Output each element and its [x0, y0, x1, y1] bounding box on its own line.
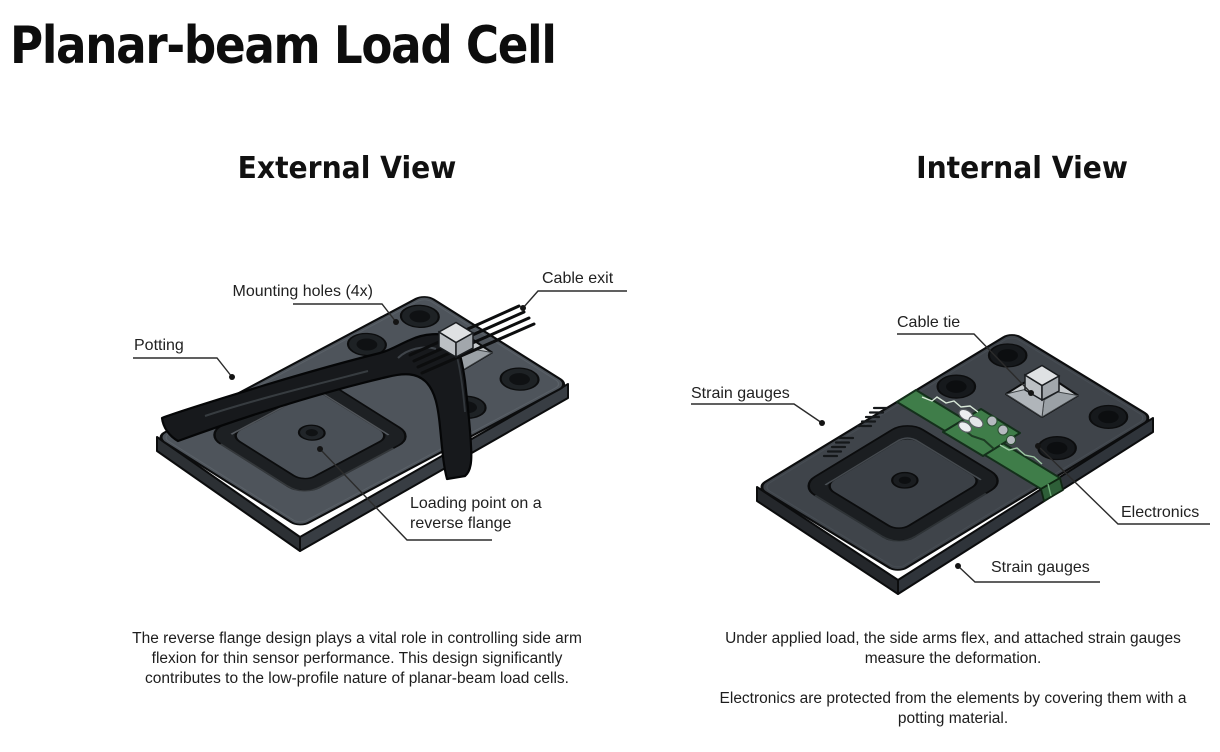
external-caption-text: The reverse flange design plays a vital …: [132, 630, 582, 687]
leader-cable-tie: [897, 333, 1032, 394]
leader-loading-point: [319, 448, 492, 541]
cable-tie-internal: [1004, 364, 1080, 418]
label-electronics: Electronics: [1121, 504, 1200, 521]
label-strain-gauges-top: Strain gauges: [691, 385, 790, 402]
pcb-component-3: [957, 421, 973, 433]
leader-cable-exit: [522, 290, 627, 309]
leader-lines: [133, 290, 1210, 583]
leader-dots: [229, 305, 1041, 569]
pcb-overhang-layer: [1047, 483, 1052, 497]
pcb-pad-dot-1: [986, 415, 998, 427]
groove-wall-highlight: [219, 443, 395, 492]
groove-wall-highlight-int: [814, 492, 987, 542]
label-cable-tie: Cable tie: [897, 314, 961, 331]
external-view-heading: External View: [237, 151, 457, 186]
internal-view-heading: Internal View: [916, 151, 1128, 186]
label-potting: Potting: [134, 337, 184, 354]
internal-caption-p1: Under applied load, the side arms flex, …: [725, 630, 1181, 667]
plate-bevel-highlight-int: [766, 337, 1144, 568]
leader-mounting-holes: [293, 303, 397, 323]
internal-caption: Under applied load, the side arms flex, …: [716, 629, 1190, 749]
label-strain-gauges-bottom: Strain gauges: [991, 559, 1090, 576]
label-mounting-holes: Mounting holes (4x): [232, 283, 373, 300]
mounting-holes-int: [936, 343, 1129, 461]
tie-block-top-face-int: [1023, 364, 1061, 387]
strain-gauge-marks: [822, 406, 889, 458]
potting-highlight-2: [397, 346, 437, 359]
page-title: Planar-beam Load Cell: [10, 16, 557, 76]
tie-block-top-face: [437, 321, 475, 344]
leader-strain-gauges-top: [691, 403, 823, 424]
plate-side-right-int: [897, 417, 1154, 595]
internal-caption-p2: Electronics are protected from the eleme…: [719, 690, 1187, 727]
pcb-component-2: [968, 415, 984, 429]
cable-tie-block-external: [437, 321, 475, 359]
pcb-electronics: [896, 389, 1064, 502]
pcb-pad-dot-3: [1006, 435, 1016, 445]
label-loading-point: Loading point on a reverse flange: [410, 494, 542, 534]
pcb-traces-2: [999, 444, 1043, 465]
loading-hole-center: [305, 429, 318, 437]
external-view-illustration: [156, 296, 569, 552]
leader-potting: [133, 357, 233, 378]
plate-side-right: [299, 383, 569, 552]
loading-hole-center-int: [898, 476, 911, 484]
external-caption: The reverse flange design plays a vital …: [120, 629, 594, 709]
internal-view-illustration: [756, 334, 1154, 595]
potting-body: [160, 333, 473, 481]
leader-strain-gauges-bottom: [957, 565, 1100, 583]
pcb-pad: [942, 408, 1021, 457]
island-rim-highlight-int: [824, 437, 982, 486]
pcb-traces-1: [921, 396, 979, 413]
pcb-pad-dot-2: [997, 424, 1009, 436]
label-loading-point-line1: Loading point on a: [410, 495, 542, 512]
potting-highlight-1: [204, 370, 369, 417]
potting: [160, 333, 473, 481]
label-cable-exit: Cable exit: [542, 270, 614, 287]
leader-electronics: [1037, 445, 1210, 525]
pcb-edge-overhang: [1040, 477, 1064, 502]
label-loading-point-line2: reverse flange: [410, 515, 512, 532]
